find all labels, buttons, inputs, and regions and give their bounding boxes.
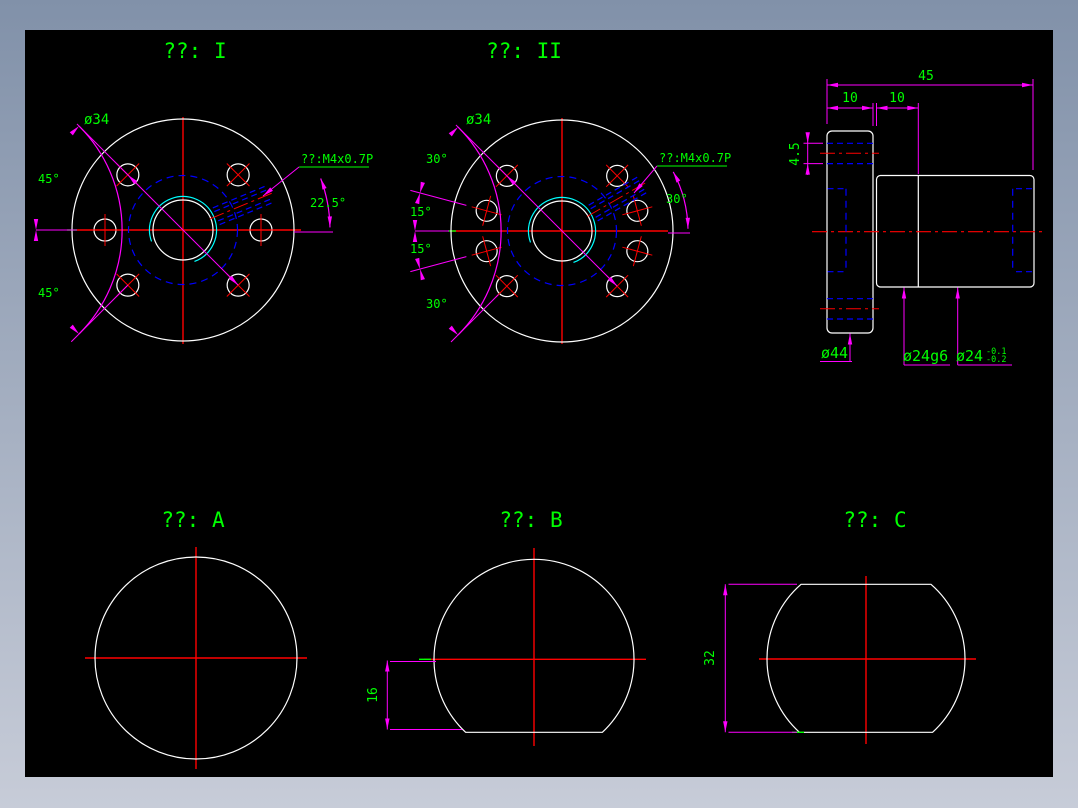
label: 30° xyxy=(666,192,688,206)
bottom-view-2: ??: B 16 xyxy=(366,508,646,746)
label: 45° xyxy=(38,286,60,300)
label: ??:M4x0.7P xyxy=(659,151,731,165)
label: 16 xyxy=(366,687,381,703)
label: 4.5 xyxy=(788,142,803,165)
cad-drawing: ??: I ø34 45° 45° ??:M4x0.7P 22.5° ??: II ø34 30… xyxy=(25,30,1053,777)
label: 30° xyxy=(426,297,448,311)
label: ø34 xyxy=(84,112,109,128)
label: 15° xyxy=(410,205,432,219)
label: ??: II xyxy=(486,39,562,63)
label: 15° xyxy=(410,242,432,256)
label: ??: B xyxy=(499,508,562,532)
label: -0.2 xyxy=(986,355,1006,365)
label: 45 xyxy=(918,69,934,84)
label: ??:M4x0.7P xyxy=(301,152,373,166)
label: ø24 xyxy=(956,347,983,365)
front-view-2: ??: II ø34 30° 15° 15° 30° ??:M4x0.7P 30° xyxy=(410,39,731,344)
label: ø24g6 xyxy=(903,347,948,365)
side-view: 4510104.5ø44ø24g6ø24-0.1-0.2 xyxy=(788,69,1043,365)
label: ??: C xyxy=(843,508,906,532)
label: 10 xyxy=(842,91,858,106)
label: 10 xyxy=(889,91,905,106)
label: ??: A xyxy=(161,508,225,532)
bottom-view-3: ??: C 32 xyxy=(703,508,976,744)
label: 32 xyxy=(703,650,718,666)
label: ø34 xyxy=(466,112,491,128)
label: 22.5° xyxy=(310,196,346,210)
front-view-1: ??: I ø34 45° 45° ??:M4x0.7P 22.5° xyxy=(34,39,373,344)
cad-canvas[interactable]: ??: I ø34 45° 45° ??:M4x0.7P 22.5° ??: II ø34 30… xyxy=(25,30,1053,777)
bottom-view-1: ??: A xyxy=(85,508,307,769)
label: ø44 xyxy=(821,344,848,362)
label: 45° xyxy=(38,172,60,186)
label: 30° xyxy=(426,152,448,166)
label: ??: I xyxy=(163,39,226,63)
